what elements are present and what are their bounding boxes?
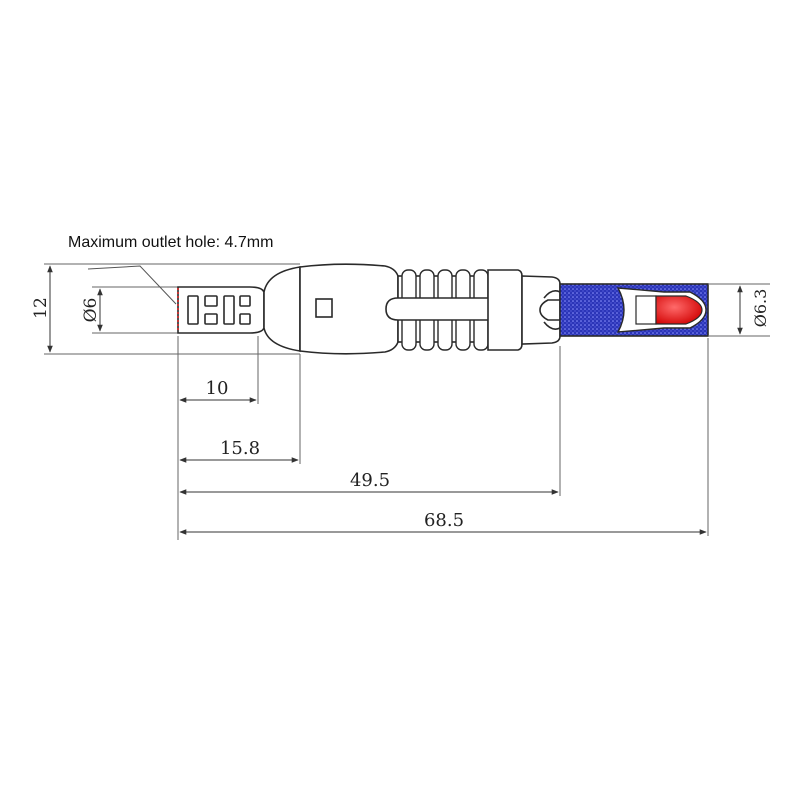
length-49-5-label: 49.5 (350, 470, 390, 491)
length-dim-15-8: 15.8 (179, 438, 299, 463)
length-dim-10: 10 (179, 378, 257, 403)
rear-shell (263, 266, 301, 352)
nose-notch-lower (543, 321, 561, 330)
height-dimension: 12 (31, 265, 53, 353)
length-68-5-label: 68.5 (424, 510, 464, 531)
tail-slot-5 (239, 295, 251, 307)
cable-diameter-label: Ø6 (81, 298, 101, 323)
pin-diameter-label: Ø6.3 (751, 289, 770, 328)
front-collar (487, 269, 523, 351)
grip-body (299, 263, 399, 355)
length-dim-49-5: 49.5 (179, 470, 559, 495)
pin-diameter-dimension: Ø6.3 (708, 283, 770, 337)
length-witness-lines (177, 336, 709, 540)
tail-slot-6 (239, 313, 251, 325)
left-witness-lines (44, 263, 300, 355)
plug-body (177, 263, 561, 355)
length-dim-68-5: 68.5 (179, 510, 707, 535)
cable-diameter-dimension: Ø6 (81, 288, 103, 332)
pin-lamella-band (635, 295, 657, 325)
height-label: 12 (31, 297, 51, 319)
length-15-8-label: 15.8 (220, 438, 260, 459)
nose-notch (543, 290, 561, 299)
tail-slot-2 (204, 295, 218, 307)
pin-red-tip (655, 295, 703, 325)
tail-slot-4 (223, 295, 235, 325)
grip-window (315, 298, 333, 318)
outlet-hole-annotation: Maximum outlet hole: 4.7mm (68, 234, 273, 251)
length-10-label: 10 (206, 378, 229, 399)
tail-slot-3 (204, 313, 218, 325)
annotation-leader (87, 265, 177, 305)
nose-cutout (539, 299, 561, 321)
tail-slot-1 (187, 295, 199, 325)
banana-pin (559, 283, 709, 337)
